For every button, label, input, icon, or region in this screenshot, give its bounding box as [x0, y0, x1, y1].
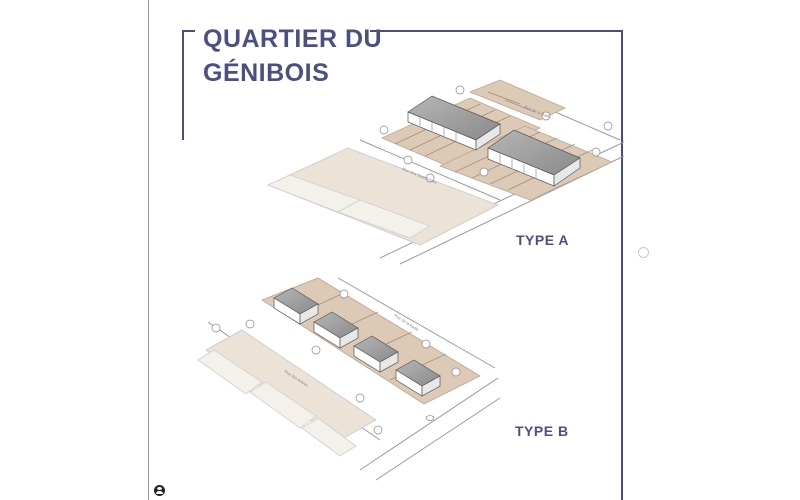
document-title: QUARTIER DU GÉNIBOIS	[203, 22, 382, 90]
frame-top-right-segment	[370, 30, 622, 32]
type-a-building-2	[487, 129, 581, 187]
type-b-house-3	[353, 335, 399, 373]
frame-left-line	[182, 30, 184, 140]
type-a-plan: Rue des Sept Arbres Rue de la Baille	[266, 79, 625, 265]
frame-right-line	[621, 30, 623, 500]
page-edge-line	[148, 0, 149, 500]
frame-top-left-segment	[182, 30, 195, 32]
title-line-1: QUARTIER DU	[203, 25, 383, 53]
type-b-house-2	[313, 311, 359, 349]
type-b-trees	[211, 289, 461, 435]
type-a-trees	[379, 85, 613, 183]
title-line-2: GÉNIBOIS	[203, 59, 330, 87]
type-b-house-4	[395, 359, 441, 397]
page-number: 2	[170, 483, 171, 484]
type-b-plan: Rue des Arbres Rue de la Baille	[197, 277, 501, 481]
page-number-badge-icon	[154, 485, 165, 496]
type-a-label: TYPE A	[516, 232, 570, 248]
type-a-building-1	[407, 95, 501, 151]
type-b-label: TYPE B	[515, 423, 569, 439]
carousel-next-dot[interactable]	[638, 247, 649, 258]
type-a-neighbour-block	[266, 147, 499, 246]
type-b-house-1	[273, 287, 319, 325]
type-b-car	[425, 415, 435, 421]
